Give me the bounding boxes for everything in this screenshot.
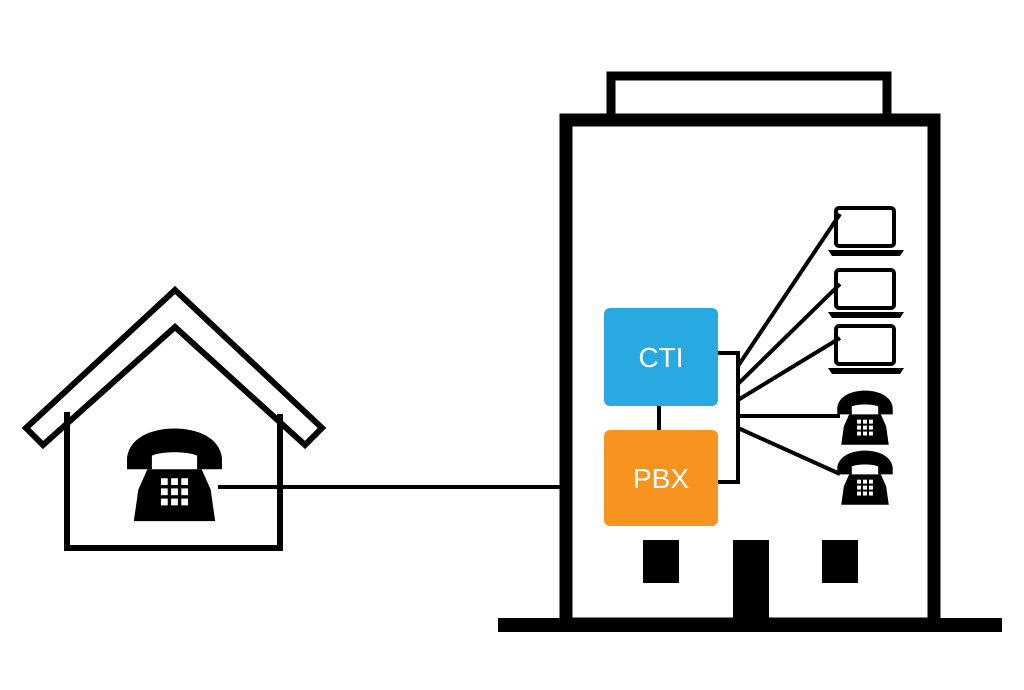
cti-label: CTI bbox=[638, 342, 683, 373]
building-rooftop bbox=[606, 71, 892, 123]
cti-box bbox=[604, 308, 718, 406]
pbx-label: PBX bbox=[633, 463, 689, 494]
cti-node: CTI bbox=[604, 308, 718, 406]
pbx-node: PBX bbox=[604, 430, 718, 526]
house-walls bbox=[64, 412, 283, 551]
building-window-left bbox=[643, 540, 679, 583]
office-building-icon bbox=[498, 71, 1002, 632]
building-door bbox=[733, 540, 769, 622]
telephone-icon bbox=[127, 428, 222, 522]
pbx-box bbox=[604, 430, 718, 526]
device-fanout-lines bbox=[736, 212, 842, 476]
building-window-right bbox=[822, 540, 858, 583]
ground-line bbox=[498, 618, 1002, 632]
house-icon bbox=[21, 285, 327, 551]
house-roof bbox=[21, 285, 327, 450]
